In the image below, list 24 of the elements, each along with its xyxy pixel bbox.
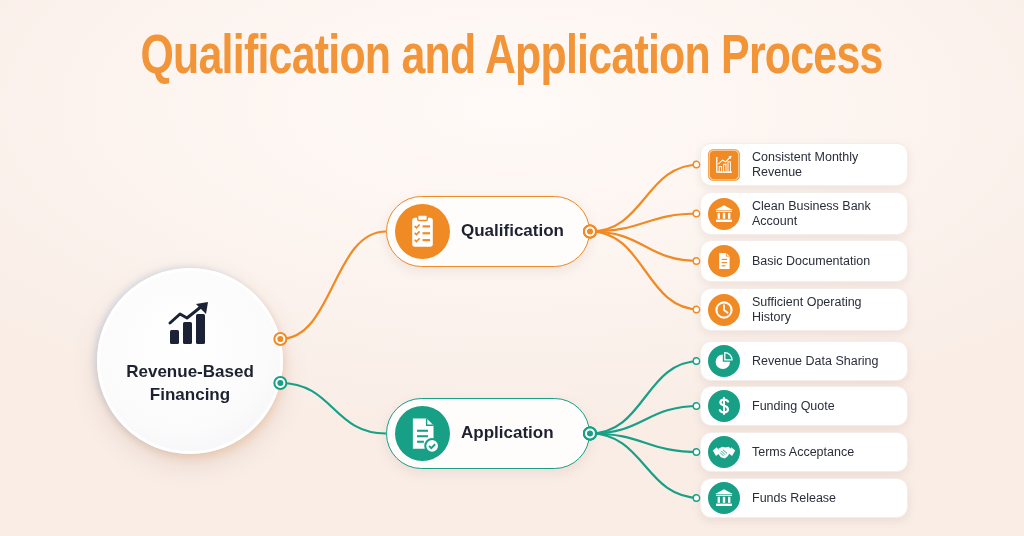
item-label: Clean Business Bank Account (752, 198, 872, 229)
item-label: Consistent Monthly Revenue (752, 149, 860, 180)
item-label: Sufficient Operating History (752, 294, 863, 325)
connector (583, 426, 701, 502)
connector (273, 376, 387, 435)
item-label: Funding Quote (752, 398, 836, 414)
item-label: Funds Release (752, 490, 838, 506)
item-card (700, 143, 908, 186)
item-label: Terms Acceptance (752, 444, 856, 460)
item-card (700, 341, 908, 381)
category-label: Application (461, 422, 554, 444)
item-card (700, 240, 908, 282)
item-card (700, 192, 908, 235)
item-card (700, 386, 908, 426)
category-label: Qualification (461, 220, 564, 242)
connector (273, 230, 387, 346)
title: Qualification and Application Process (140, 22, 884, 86)
item-card (700, 288, 908, 331)
item-label: Basic Documentation (752, 253, 872, 269)
item-card (700, 432, 908, 472)
topic-label: Revenue-Based Financing (125, 361, 255, 406)
item-label: Revenue Data Sharing (752, 353, 880, 369)
item-card (700, 478, 908, 518)
connector (583, 224, 701, 313)
